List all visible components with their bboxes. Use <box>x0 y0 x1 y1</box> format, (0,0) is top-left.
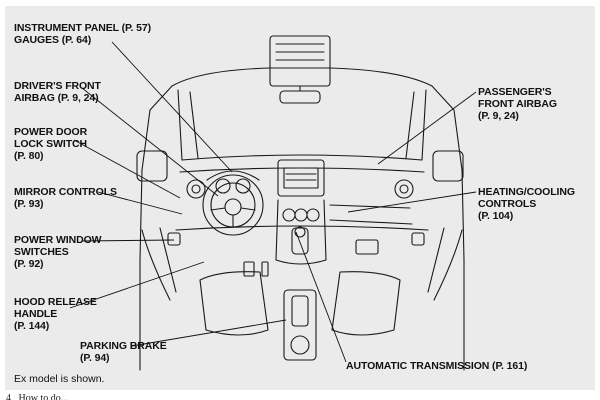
callout-passengers-front-airbag: PASSENGER'S FRONT AIRBAG (P. 9, 24) <box>478 86 557 122</box>
callout-instrument-panel: INSTRUMENT PANEL (P. 57) GAUGES (P. 64) <box>14 22 152 46</box>
callout-heating-cooling-controls: HEATING/COOLING CONTROLS (P. 104) <box>478 186 575 222</box>
callout-automatic-transmission: AUTOMATIC TRANSMISSION (P. 161) <box>346 360 528 372</box>
callout-mirror-controls: MIRROR CONTROLS (P. 93) <box>14 186 117 210</box>
page-footer: 4 How to do... <box>6 393 69 400</box>
callout-power-window-switches: POWER WINDOW SWITCHES (P. 92) <box>14 234 102 270</box>
model-note: Ex model is shown. <box>14 373 105 385</box>
callout-hood-release-handle: HOOD RELEASE HANDLE (P. 144) <box>14 296 97 332</box>
callout-power-door-lock-switch: POWER DOOR LOCK SWITCH (P. 80) <box>14 126 88 162</box>
callout-drivers-front-airbag: DRIVER'S FRONT AIRBAG (P. 9, 24) <box>14 80 101 104</box>
callout-parking-brake: PARKING BRAKE (P. 94) <box>80 340 167 364</box>
